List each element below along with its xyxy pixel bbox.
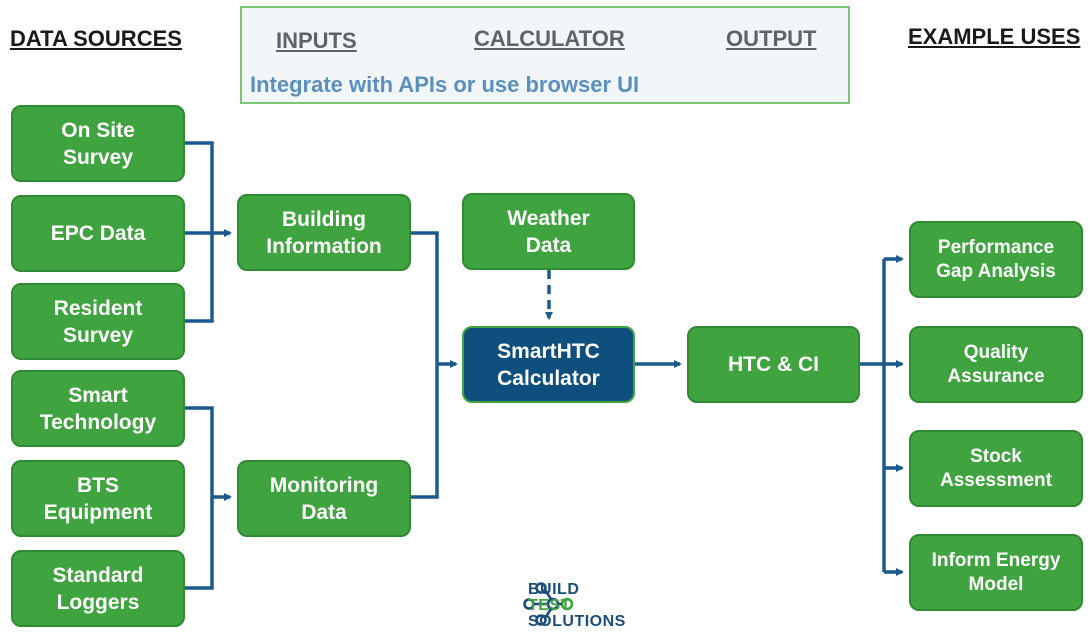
logo-text-test: TEST <box>528 597 571 614</box>
build-test-solutions-logo-icon <box>523 582 574 626</box>
example-uses-header: EXAMPLE USES <box>908 24 1081 49</box>
source-bts-equipment: BTS Equipment <box>11 460 185 537</box>
use-inform-energy-model: Inform Energy Model <box>909 534 1083 611</box>
legend-output: OUTPUT <box>726 26 817 51</box>
output-htc-ci: HTC & CI <box>687 326 860 403</box>
use-performance-gap: Performance Gap Analysis <box>909 221 1083 298</box>
data-sources-header: DATA SOURCES <box>10 26 182 51</box>
input-monitoring-data: Monitoring Data <box>237 460 411 537</box>
connector-bottom-sources <box>184 406 214 590</box>
legend-calculator: CALCULATOR <box>474 26 625 51</box>
legend-subtitle: Integrate with APIs or use browser UI <box>250 72 640 97</box>
input-weather-data: Weather Data <box>462 193 635 270</box>
input-building-information: Building Information <box>237 194 411 271</box>
source-epc-data: EPC Data <box>11 195 185 272</box>
use-quality-assurance: Quality Assurance <box>909 326 1083 403</box>
logo-text-build: BUILD <box>528 581 580 598</box>
connector-inputs <box>410 231 439 499</box>
use-stock-assessment: Stock Assessment <box>909 430 1083 507</box>
legend-inputs: INPUTS <box>276 28 357 53</box>
source-standard-loggers: Standard Loggers <box>11 550 185 627</box>
source-on-site-survey: On Site Survey <box>11 105 185 182</box>
source-resident-survey: Resident Survey <box>11 283 185 360</box>
smarthtc-calculator: SmartHTC Calculator <box>462 326 635 403</box>
logo-text-solutions: SOLUTIONS <box>528 613 626 630</box>
legend-box: INPUTS CALCULATOR OUTPUT Integrate with … <box>240 6 850 104</box>
source-smart-technology: Smart Technology <box>11 370 185 447</box>
